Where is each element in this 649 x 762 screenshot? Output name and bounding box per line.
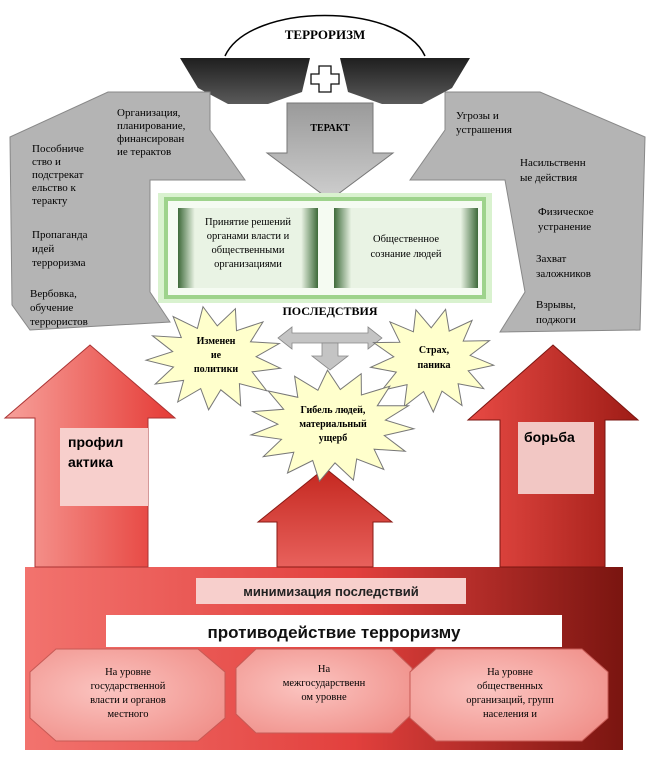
goggle-left bbox=[180, 58, 310, 104]
right-item-5: Взрывы, поджоги bbox=[536, 299, 576, 326]
star-policy-line-1: Изменен bbox=[197, 336, 236, 347]
center-right-line-2: сознание людей bbox=[370, 249, 441, 260]
consequences-label: ПОСЛЕДСТВИЯ bbox=[282, 304, 377, 318]
level-public-text: На уровне общественных организаций, груп… bbox=[466, 667, 554, 720]
level-state-line-4: местного bbox=[108, 709, 149, 720]
terakt-arrow bbox=[265, 102, 395, 201]
center-right-line-1: Общественное bbox=[373, 234, 439, 245]
right-item-4-line-1: Захват bbox=[536, 253, 567, 265]
goggle-right bbox=[340, 58, 470, 104]
center-left-line-1: Принятие решений bbox=[205, 217, 291, 228]
right-item-4-line-2: заложников bbox=[536, 268, 591, 280]
level-state-line-3: власти и органов bbox=[90, 695, 166, 706]
level-state bbox=[29, 648, 226, 742]
left-top-line-3: финансирован bbox=[117, 133, 184, 145]
prevention-line-1: профил bbox=[68, 434, 123, 450]
prevention-label-box bbox=[60, 428, 148, 506]
middle-arrow bbox=[256, 467, 394, 568]
level-state-text: На уровне государственной власти и орган… bbox=[90, 667, 166, 720]
star-death-line-1: Гибель людей, bbox=[301, 405, 366, 416]
left-item-1-line-2: ство и bbox=[32, 156, 61, 168]
level-interstate bbox=[235, 648, 413, 734]
left-item-1-line-1: Пособниче bbox=[32, 143, 84, 155]
star-policy-line-3: политики bbox=[194, 364, 238, 375]
left-top-line-2: планирование, bbox=[117, 120, 186, 132]
left-item-1-line-4: ельство к bbox=[32, 182, 76, 194]
left-item-3-line-3: террористов bbox=[30, 316, 88, 328]
left-panel bbox=[9, 91, 246, 331]
right-panel bbox=[409, 91, 646, 333]
prevention-label: профил актика bbox=[68, 434, 123, 470]
counteraction-label: противодействие терроризму bbox=[208, 623, 461, 642]
left-top-item: Организация, планирование, финансирован … bbox=[117, 107, 186, 158]
level-interstate-line-1: На bbox=[318, 664, 331, 675]
star-fear-line-1: Страх, bbox=[419, 345, 450, 356]
left-item-2: Пропаганда идей терроризма bbox=[32, 229, 88, 269]
right-item-4: Захват заложников bbox=[536, 253, 591, 280]
right-item-5-line-2: поджоги bbox=[536, 314, 576, 326]
terakt-label: ТЕРАКТ bbox=[310, 123, 350, 134]
right-item-3-line-2: устранение bbox=[538, 221, 591, 233]
left-item-1-line-3: подстрекат bbox=[32, 169, 84, 181]
left-item-3-line-2: обучение bbox=[30, 302, 73, 314]
title-text: ТЕРРОРИЗМ bbox=[285, 27, 365, 42]
star-death-line-3: ущерб bbox=[319, 433, 347, 444]
level-public bbox=[409, 648, 609, 742]
star-death-text: Гибель людей, материальный ущерб bbox=[299, 405, 367, 444]
minimization-bar bbox=[196, 578, 466, 604]
minimization-label: минимизация последствий bbox=[243, 584, 419, 599]
left-item-2-line-3: терроризма bbox=[32, 257, 86, 269]
level-public-line-3: организаций, групп bbox=[466, 695, 554, 706]
center-left-line-2: органами власти и bbox=[207, 231, 290, 242]
left-item-3: Вербовка, обучение террористов bbox=[30, 288, 88, 328]
star-fear-text: Страх, паника bbox=[418, 345, 451, 371]
cross-icon bbox=[310, 65, 340, 93]
center-left-text: Принятие решений органами власти и общес… bbox=[205, 217, 291, 270]
star-policy bbox=[144, 305, 283, 411]
level-interstate-line-3: ом уровне bbox=[301, 692, 347, 703]
level-interstate-text: На межгосударственн ом уровне bbox=[283, 664, 366, 703]
left-item-2-line-2: идей bbox=[32, 243, 54, 255]
center-left-line-3: общественными bbox=[212, 245, 285, 256]
center-left-line-4: организациями bbox=[214, 259, 282, 270]
right-item-3-line-1: Физическое bbox=[538, 206, 594, 218]
center-cell-left bbox=[178, 208, 318, 288]
right-item-2-line-2: ые действия bbox=[520, 172, 577, 184]
right-item-3: Физическое устранение bbox=[538, 206, 594, 233]
left-item-1-line-5: теракту bbox=[32, 195, 68, 207]
level-public-line-4: населения и bbox=[483, 709, 537, 720]
right-item-2-line-1: Насильственн bbox=[520, 157, 586, 169]
right-item-1-line-1: Угрозы и bbox=[456, 110, 499, 122]
right-item-2: Насильственн ые действия bbox=[520, 157, 586, 184]
star-fear-line-2: паника bbox=[418, 360, 451, 371]
level-state-line-1: На уровне bbox=[105, 667, 151, 678]
left-top-line-1: Организация, bbox=[117, 107, 181, 119]
left-top-line-4: ие терактов bbox=[117, 146, 171, 158]
prevention-line-2: актика bbox=[68, 454, 113, 470]
left-item-1: Пособниче ство и подстрекат ельство к те… bbox=[32, 143, 84, 207]
level-state-line-2: государственной bbox=[91, 681, 166, 692]
level-public-line-2: общественных bbox=[477, 681, 544, 692]
right-item-1-line-2: устрашения bbox=[456, 124, 512, 136]
struggle-label: борьба bbox=[524, 429, 575, 445]
star-policy-line-2: ие bbox=[211, 350, 222, 361]
struggle-label-box bbox=[518, 422, 594, 494]
title-arc bbox=[224, 14, 426, 57]
level-interstate-line-2: межгосударственн bbox=[283, 678, 366, 689]
right-item-5-line-1: Взрывы, bbox=[536, 299, 576, 311]
counteraction-bar bbox=[106, 615, 562, 647]
level-public-line-1: На уровне bbox=[487, 667, 533, 678]
star-policy-text: Изменен ие политики bbox=[194, 336, 238, 375]
star-death-line-2: материальный bbox=[299, 419, 367, 430]
right-item-1: Угрозы и устрашения bbox=[456, 110, 512, 136]
center-right-text: Общественное сознание людей bbox=[370, 234, 441, 260]
center-cell-right bbox=[334, 208, 478, 288]
consequences-arrows bbox=[277, 326, 383, 371]
left-item-3-line-1: Вербовка, bbox=[30, 288, 77, 300]
star-fear bbox=[368, 308, 496, 414]
star-death bbox=[249, 369, 416, 483]
left-item-2-line-1: Пропаганда bbox=[32, 229, 88, 241]
